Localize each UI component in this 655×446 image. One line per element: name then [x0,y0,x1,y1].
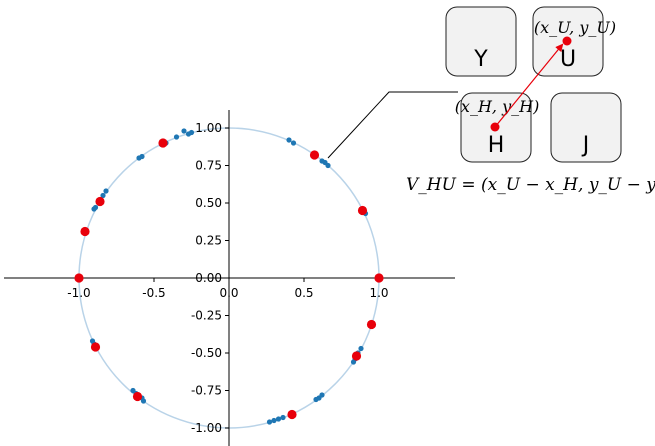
key-point [90,342,101,352]
key-point [95,196,105,207]
embedding-point [100,192,106,199]
y-tick-label: -0.75 [191,384,222,398]
key-u-point [562,36,572,46]
embedding-point [358,345,364,352]
key-point [80,226,90,237]
callout-line [327,91,458,159]
key-point [366,319,377,330]
y-tick-label: 0.25 [195,234,222,248]
x-tick-label: -0.5 [142,286,165,300]
embedding-point [181,128,187,134]
key-h-point [490,122,500,132]
embedding-point [139,153,145,160]
key-point [309,150,320,160]
y-tick-label: 0.00 [195,271,222,285]
key-j-label: J [581,133,590,158]
x-tick-label: -1.0 [67,286,90,300]
key-h-label: H [488,133,505,158]
embedding-point [173,134,180,140]
x-tick-label: 0.5 [294,286,313,300]
key-point [374,273,384,283]
embedding-point [271,417,277,424]
key-point [351,351,362,361]
keyboard-panel: Y U H J (x_U, y_U) (x_H, y_H) V_HU = (x_… [406,6,655,195]
unit-circle-scatter-plot: -1.0 -0.5 0.0 0.5 1.0 1.00 0.75 0.50 0.25 0.00 -0.… [4,110,455,446]
embedding-point [290,140,297,146]
y-tick-label: -0.50 [191,346,222,360]
key-y-label: Y [473,47,488,72]
embedding-point [275,416,282,422]
key-point [357,205,368,216]
y-tick-label: -1.00 [191,421,222,435]
x-tick-label: 1.0 [369,286,388,300]
embedding-point [266,419,273,425]
key-y [445,6,517,77]
hu-vector-arrow [494,43,564,128]
embedding-point [280,414,286,421]
key-h-coordinate-label: (x_H, y_H) [455,97,540,116]
y-tick-label: -0.25 [191,309,222,323]
key-u-coordinate-label: (x_U, y_U) [534,18,616,37]
x-tick-label: 0.0 [219,286,238,300]
y-tick-label: 0.50 [195,196,222,210]
embedding-point [325,162,331,169]
embedding-point [188,129,195,136]
y-tick-label: 1.00 [195,121,222,135]
vector-formula: V_HU = (x_U − x_H, y_U − y_h) [406,175,655,195]
key-u-label: U [560,47,576,72]
key-point [287,409,297,420]
embedding-point [103,188,109,194]
key-point [132,391,143,402]
embedding-point [286,137,292,143]
embedding-point [350,359,357,365]
key-j [550,92,622,163]
y-tick-label: 0.75 [195,159,222,173]
key-point [158,138,168,148]
key-point [74,273,84,283]
embedding-point [140,398,147,404]
embedding-point [319,392,325,398]
embedding-point [92,204,99,211]
